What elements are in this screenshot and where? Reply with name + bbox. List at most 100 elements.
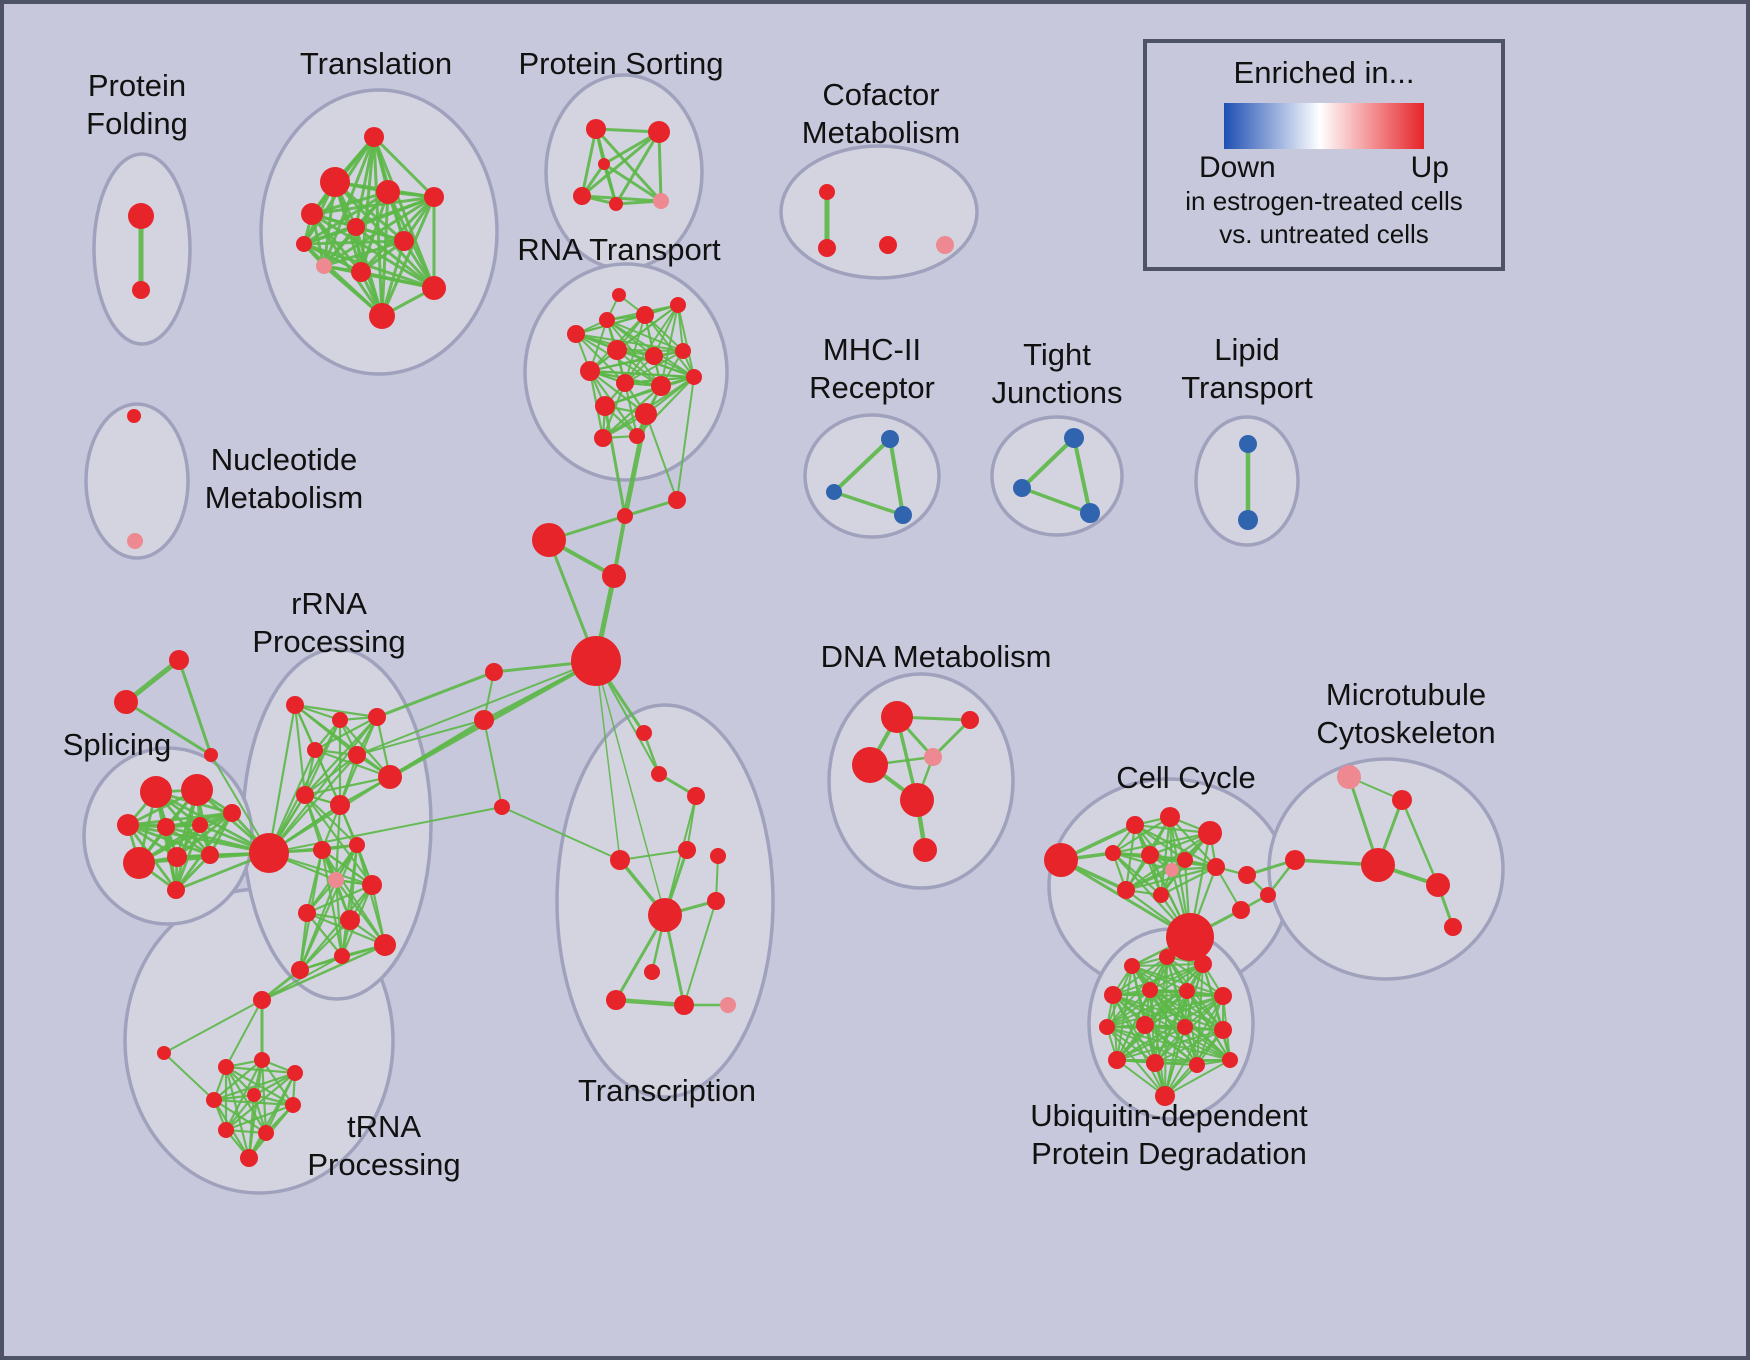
node-rr12 <box>362 875 382 895</box>
node-c7 <box>1177 852 1193 868</box>
edge-ps2-ps5 <box>657 130 663 203</box>
edge-x1-x2 <box>623 498 679 518</box>
node-s1 <box>140 776 172 808</box>
edge-tnL-tn4 <box>163 1052 215 1101</box>
edge-u9-u15 <box>1144 1024 1231 1061</box>
edge-r12-r13 <box>603 375 696 408</box>
edge-ft2-ft3 <box>124 700 213 757</box>
node-pf2 <box>132 281 150 299</box>
node-m2 <box>826 484 842 500</box>
node-rr17 <box>334 948 350 964</box>
node-tn0 <box>253 991 271 1009</box>
label-protein-sorting: Protein Sorting <box>518 46 723 81</box>
node-ft2 <box>114 690 138 714</box>
node-d2 <box>961 711 979 729</box>
node-x2 <box>617 508 633 524</box>
node-r5 <box>670 297 686 313</box>
legend-down-label: Down <box>1199 151 1276 184</box>
node-u3 <box>1194 955 1212 973</box>
node-t3 <box>301 203 323 225</box>
edge-rr4-rr6 <box>313 748 392 779</box>
node-tn2 <box>254 1052 270 1068</box>
node-tn5 <box>247 1088 261 1102</box>
edge-rr5-rr7 <box>303 753 359 797</box>
edge-tn5-tn9 <box>247 1093 256 1160</box>
node-mc6 <box>1444 918 1462 936</box>
edge-tn0-rr15 <box>260 943 387 1002</box>
node-rr11 <box>328 872 344 888</box>
label-dna-metabolism: DNA Metabolism <box>821 639 1052 674</box>
node-u11 <box>1214 1021 1232 1039</box>
node-s10 <box>167 881 185 899</box>
edge-x5-rr3 <box>375 670 496 719</box>
node-r6 <box>607 340 627 360</box>
node-cm2 <box>818 239 836 257</box>
node-r11 <box>651 376 671 396</box>
label-rna-transport: RNA Transport <box>517 232 721 267</box>
legend-box: Enriched in... Down Up in estrogen-treat… <box>1143 39 1505 271</box>
edge-u11-u13 <box>1154 1029 1224 1064</box>
node-c4 <box>1198 821 1222 845</box>
node-c13 <box>1232 901 1250 919</box>
edge-r5-r12 <box>677 304 695 378</box>
edge-u10-u15 <box>1184 1026 1231 1061</box>
node-tj2 <box>1013 479 1031 497</box>
node-u5 <box>1142 982 1158 998</box>
edge-r8-r9 <box>589 350 684 372</box>
node-s3 <box>117 814 139 836</box>
edge-ps1-ps3 <box>580 127 598 198</box>
edge-hub-rr5 <box>356 660 597 756</box>
edge-r12-r16 <box>635 375 696 438</box>
edge-u7-u8 <box>1106 995 1224 1028</box>
edge-r10-r15 <box>601 381 627 440</box>
node-u2 <box>1159 949 1175 965</box>
edge-s6-s8 <box>175 811 234 859</box>
node-ts11 <box>644 964 660 980</box>
node-tsbig <box>648 898 682 932</box>
edge-ts4-ts5 <box>619 849 688 861</box>
node-tn3 <box>287 1065 303 1081</box>
legend-axis-labels: Down Up <box>1199 151 1449 185</box>
node-hub <box>571 636 621 686</box>
edge-tn2-tn7 <box>224 1058 264 1132</box>
edge-rr13-rr17 <box>305 911 344 958</box>
node-cm1 <box>819 184 835 200</box>
edge-m2-m3 <box>832 490 905 517</box>
edge-mc2-mc5 <box>1400 798 1440 887</box>
node-ts3 <box>687 787 705 805</box>
edge-x6-rr5 <box>356 719 485 756</box>
edge-x7-x6 <box>483 719 503 808</box>
edge-rr3-sbig <box>267 715 379 855</box>
node-rr1 <box>286 696 304 714</box>
node-nm2 <box>127 533 143 549</box>
edge-t4-t12 <box>302 190 390 246</box>
edge-u11-u12 <box>1116 1029 1224 1061</box>
edge-r8-r10 <box>624 350 684 384</box>
node-rr2 <box>332 712 348 728</box>
edge-t1-t6 <box>354 135 376 229</box>
node-c9 <box>1207 858 1225 876</box>
edge-t1-t5 <box>372 135 436 199</box>
node-t1 <box>364 127 384 147</box>
node-t12 <box>296 236 312 252</box>
node-t6 <box>347 218 365 236</box>
node-tn6 <box>285 1097 301 1113</box>
node-tn7 <box>218 1122 234 1138</box>
edge-u4-u7 <box>1112 994 1224 997</box>
edge-tn2-tn4 <box>212 1058 264 1102</box>
node-r8 <box>675 343 691 359</box>
edge-r13-x2 <box>603 404 627 518</box>
edge-rr3-rr4 <box>313 715 379 752</box>
network-nodes <box>114 119 1462 1167</box>
edge-tn3-tn7 <box>224 1071 297 1132</box>
edge-c4-c5 <box>1111 831 1212 855</box>
node-rr3 <box>368 708 386 726</box>
node-d5 <box>900 783 934 817</box>
node-u16 <box>1155 1086 1175 1106</box>
node-m3 <box>894 506 912 524</box>
edge-t6-t12 <box>302 225 358 246</box>
node-tn4 <box>206 1092 222 1108</box>
